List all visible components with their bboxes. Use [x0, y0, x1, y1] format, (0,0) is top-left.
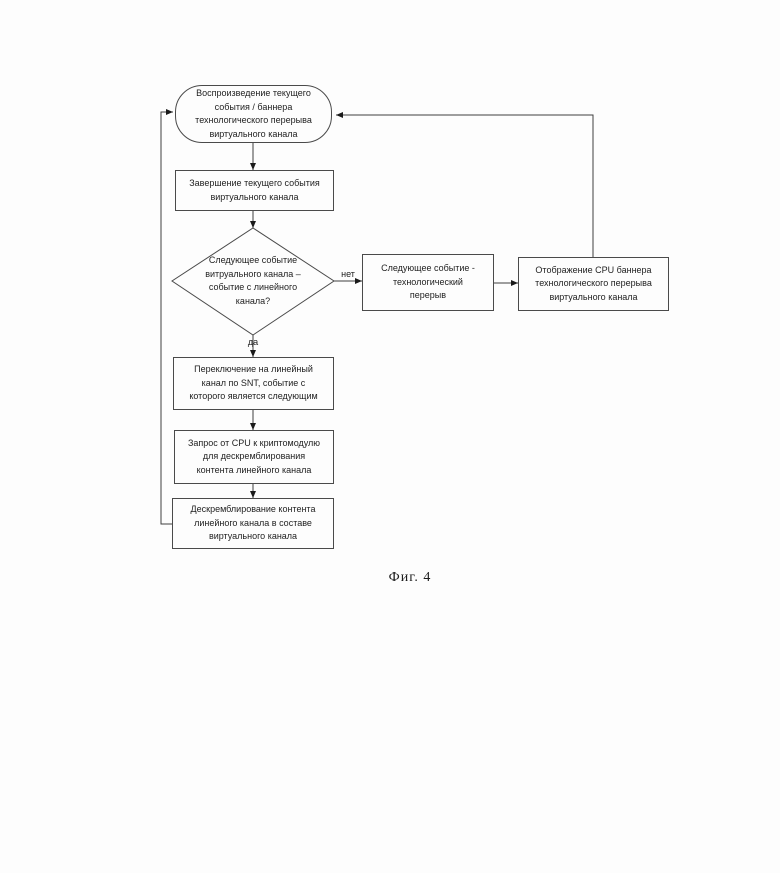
node-start-terminator: Воспроизведение текущего события / банне… — [175, 85, 332, 143]
node-finish-current-event: Завершение текущего события виртуального… — [175, 170, 334, 211]
figure-caption: Фиг. 4 — [388, 570, 432, 585]
connector-banner-to-start-loop — [336, 112, 594, 257]
node-switch-linear-channel: Переключение на линейный канал по SNT, с… — [173, 357, 334, 410]
connector-descramble-to-start-loop — [160, 109, 173, 525]
edge-label-yes: да — [247, 337, 259, 347]
node-next-event-tech-break: Следующее событие - технологический пере… — [362, 254, 494, 311]
node-descramble-content: Дескремблирование контента линейного кан… — [172, 498, 334, 549]
node-decision-next-event-text: Следующее событие витруального канала – … — [205, 255, 301, 306]
edge-label-no: нет — [341, 269, 355, 279]
node-cpu-cryptomodule-request: Запрос от CPU к криптомодулю для дескрем… — [174, 430, 334, 484]
node-display-cpu-banner: Отображение CPU баннера технологического… — [518, 257, 669, 311]
